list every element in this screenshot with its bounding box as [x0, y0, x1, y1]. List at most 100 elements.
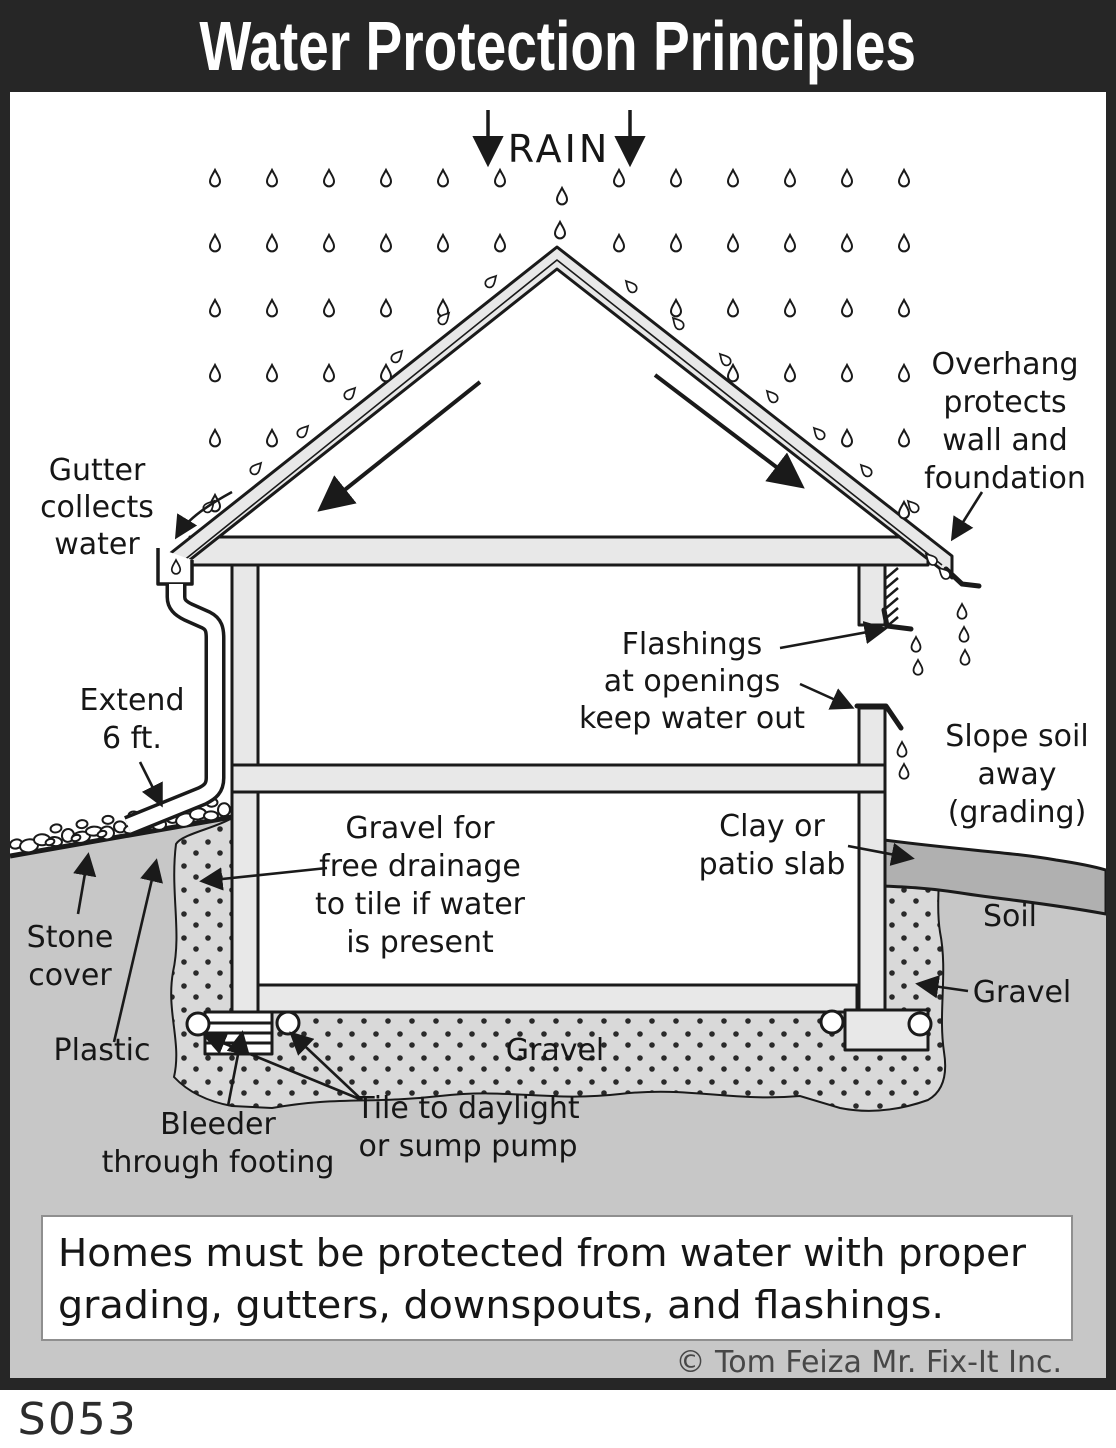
- svg-text:foundation: foundation: [924, 461, 1086, 496]
- drip-edge-right: [943, 566, 982, 589]
- raindrop-icon: [323, 169, 335, 188]
- svg-text:Gutter: Gutter: [49, 453, 146, 488]
- label-clay: Clay or patio slab: [699, 809, 846, 882]
- title-bar: Water Protection Principles: [0, 0, 1116, 92]
- raindrop-icon: [896, 741, 908, 758]
- label-gutter: Gutter collects water: [40, 453, 154, 562]
- drain-tile: [275, 1010, 301, 1036]
- raindrop-icon: [727, 234, 739, 253]
- stone: [96, 829, 108, 839]
- flashings-arrow-2: [799, 682, 855, 710]
- statement-line-2: grading, gutters, downspouts, and flashi…: [58, 1283, 944, 1327]
- plastic-leader: [112, 858, 163, 1043]
- raindrop-icon: [482, 272, 501, 291]
- right-wall-basement: [857, 790, 887, 1014]
- svg-text:at openings: at openings: [604, 664, 781, 699]
- raindrop-icon: [898, 501, 910, 520]
- label-flashings: Flashings at openings keep water out: [579, 627, 805, 736]
- label-extend: Extend 6 ft.: [80, 683, 185, 756]
- ceiling-band: [188, 535, 930, 567]
- roof: [160, 245, 954, 584]
- raindrop-icon: [668, 314, 687, 333]
- label-bleeder: Bleeder through footing: [102, 1107, 335, 1180]
- raindrop-icon: [727, 169, 739, 188]
- raindrop-icon: [621, 277, 640, 296]
- raindrop-icon: [437, 234, 449, 253]
- stone: [49, 823, 63, 834]
- raindrop-icon: [910, 636, 922, 653]
- roof-flow-arrow-right: [653, 373, 805, 489]
- plastic-sheet: [10, 814, 233, 859]
- raindrop-icon: [437, 169, 449, 188]
- raindrop-icon: [323, 299, 335, 318]
- extend-arrow: [138, 761, 163, 808]
- raindrop-icon: [209, 169, 221, 188]
- svg-text:through footing: through footing: [102, 1145, 335, 1180]
- rain-header: RAIN: [472, 110, 646, 171]
- flashing-sill: [854, 703, 904, 731]
- label-stone-cover: Stone cover: [27, 920, 114, 993]
- raindrop-icon: [715, 350, 734, 369]
- raindrop-icon: [856, 461, 875, 480]
- raindrop-icon: [670, 299, 682, 318]
- raindrop-icon: [841, 169, 853, 188]
- raindrop-icon: [266, 169, 278, 188]
- raindrop-icon: [209, 299, 221, 318]
- svg-text:protects: protects: [943, 385, 1066, 420]
- stone-cover-arrow: [73, 852, 97, 915]
- raindrop-icon: [388, 347, 407, 366]
- gravel-drainage-leader: [199, 866, 328, 891]
- svg-text:patio slab: patio slab: [699, 847, 846, 882]
- label-gravel-bottom: Gravel: [506, 1033, 605, 1068]
- svg-text:(grading): (grading): [948, 795, 1087, 830]
- svg-text:or sump pump: or sump pump: [359, 1129, 578, 1164]
- raindrop-icon: [613, 234, 625, 253]
- raindrop-icon: [898, 364, 910, 383]
- raindrop-icon: [841, 234, 853, 253]
- svg-text:keep water out: keep water out: [579, 701, 805, 736]
- right-wall-mid: [857, 706, 887, 767]
- tile-leader-2: [289, 1031, 363, 1101]
- drain-tile: [819, 1009, 845, 1035]
- right-wall-upper: [857, 563, 887, 627]
- svg-text:collects: collects: [40, 490, 154, 525]
- raindrop-icon: [380, 234, 392, 253]
- label-soil: Soil: [983, 899, 1037, 934]
- raindrop-icon: [784, 234, 796, 253]
- raindrop-icon: [266, 429, 278, 448]
- raindrop-icon: [670, 234, 682, 253]
- statement-line-1: Homes must be protected from water with …: [58, 1231, 1026, 1275]
- raindrop-icon: [554, 221, 566, 240]
- left-wall-basement: [230, 790, 260, 1014]
- svg-text:Tile to daylight: Tile to daylight: [355, 1091, 580, 1126]
- flashings-arrow-1: [779, 620, 888, 650]
- raindrop-icon: [762, 387, 781, 406]
- raindrop-icon: [958, 626, 970, 643]
- raindrop-icon: [294, 422, 313, 441]
- raindrop-icon: [266, 364, 278, 383]
- raindrop-icon: [556, 187, 568, 206]
- raindrop-icon: [494, 234, 506, 253]
- gravel-right-leader: [915, 975, 969, 999]
- svg-text:water: water: [54, 527, 140, 562]
- raindrop-icon: [727, 299, 739, 318]
- svg-text:6 ft.: 6 ft.: [102, 721, 162, 756]
- label-slope-soil: Slope soil away (grading): [945, 719, 1088, 830]
- raindrop-icon: [898, 234, 910, 253]
- tile-leader-1: [202, 1032, 363, 1102]
- raindrop-icon: [380, 169, 392, 188]
- raindrop-icon: [727, 364, 739, 383]
- stone: [44, 837, 56, 847]
- raindrop-icon: [898, 169, 910, 188]
- drain-tile: [907, 1011, 933, 1037]
- stone: [216, 802, 232, 818]
- raindrop-icon: [898, 429, 910, 448]
- svg-text:Slope soil: Slope soil: [945, 719, 1088, 754]
- roof-inner-line: [171, 259, 943, 571]
- label-tile: Tile to daylight or sump pump: [355, 1091, 580, 1164]
- gutter-arrow: [174, 490, 233, 540]
- stone: [70, 833, 82, 843]
- left-wall-upper: [230, 563, 260, 767]
- page-title: Water Protection Principles: [199, 7, 917, 85]
- svg-text:Flashings: Flashings: [622, 627, 763, 662]
